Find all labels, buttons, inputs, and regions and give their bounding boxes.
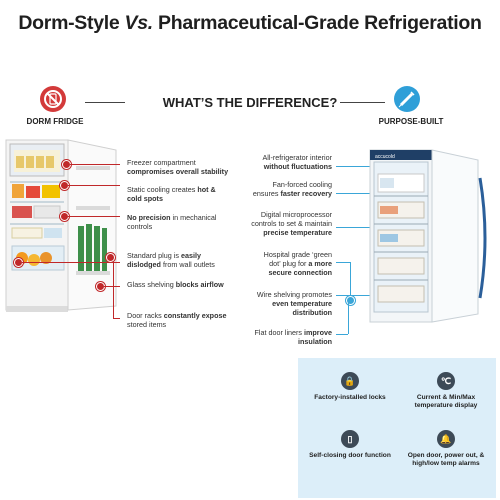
thermometer-icon: ℃ <box>437 372 455 390</box>
leader-line <box>104 286 120 287</box>
marker-plug <box>346 296 355 305</box>
subtitle-rule-left <box>85 102 125 103</box>
subtitle: WHAT’S THE DIFFERENCE? <box>162 95 338 110</box>
leader-line <box>336 334 348 335</box>
marker-door-racks <box>106 253 115 262</box>
feature-alarms: 🔔 Open door, power out, & high/low temp … <box>398 430 494 468</box>
leader-line <box>113 318 120 319</box>
feature-self-closing-door: ▯ Self-closing door function <box>302 430 398 460</box>
brand-label: accucold <box>375 154 395 160</box>
lock-icon: 🔒 <box>341 372 359 390</box>
leader-line <box>68 216 120 217</box>
leader-line <box>336 193 396 194</box>
purpose-built-fridge-image: accucold <box>369 149 487 323</box>
purpose-built-label: PURPOSE-BUILT <box>378 117 444 126</box>
features-panel <box>298 358 496 498</box>
dorm-fridge-image <box>5 139 117 312</box>
leader-line <box>68 185 120 186</box>
feature-temperature-display: ℃ Current & Min/Max temperature display <box>398 372 494 410</box>
page-title: Dorm-Style Vs. Pharmaceutical-Grade Refr… <box>18 12 482 34</box>
leader-line <box>336 166 380 167</box>
feature-locks: 🔒 Factory-installed locks <box>302 372 398 402</box>
subtitle-rule-right <box>340 102 385 103</box>
leader-line <box>22 262 120 263</box>
dorm-fridge-label: DORM FRIDGE <box>26 117 84 126</box>
leader-line <box>70 164 120 165</box>
dorm-annotation-glass-shelving: Glass shelving blocks airflow <box>127 280 224 289</box>
leader-line <box>336 262 350 263</box>
leader-line <box>336 227 386 228</box>
leader-line <box>350 262 351 298</box>
door-icon: ▯ <box>341 430 359 448</box>
dorm-annotation-static-cooling: Static cooling creates hot &cold spots <box>127 185 216 204</box>
leader-line <box>336 295 386 296</box>
syringe-icon <box>394 86 420 112</box>
leader-line <box>113 262 114 318</box>
leader-line <box>348 300 349 334</box>
no-dorm-fridge-icon <box>40 86 66 112</box>
alarm-bell-icon: 🔔 <box>437 430 455 448</box>
